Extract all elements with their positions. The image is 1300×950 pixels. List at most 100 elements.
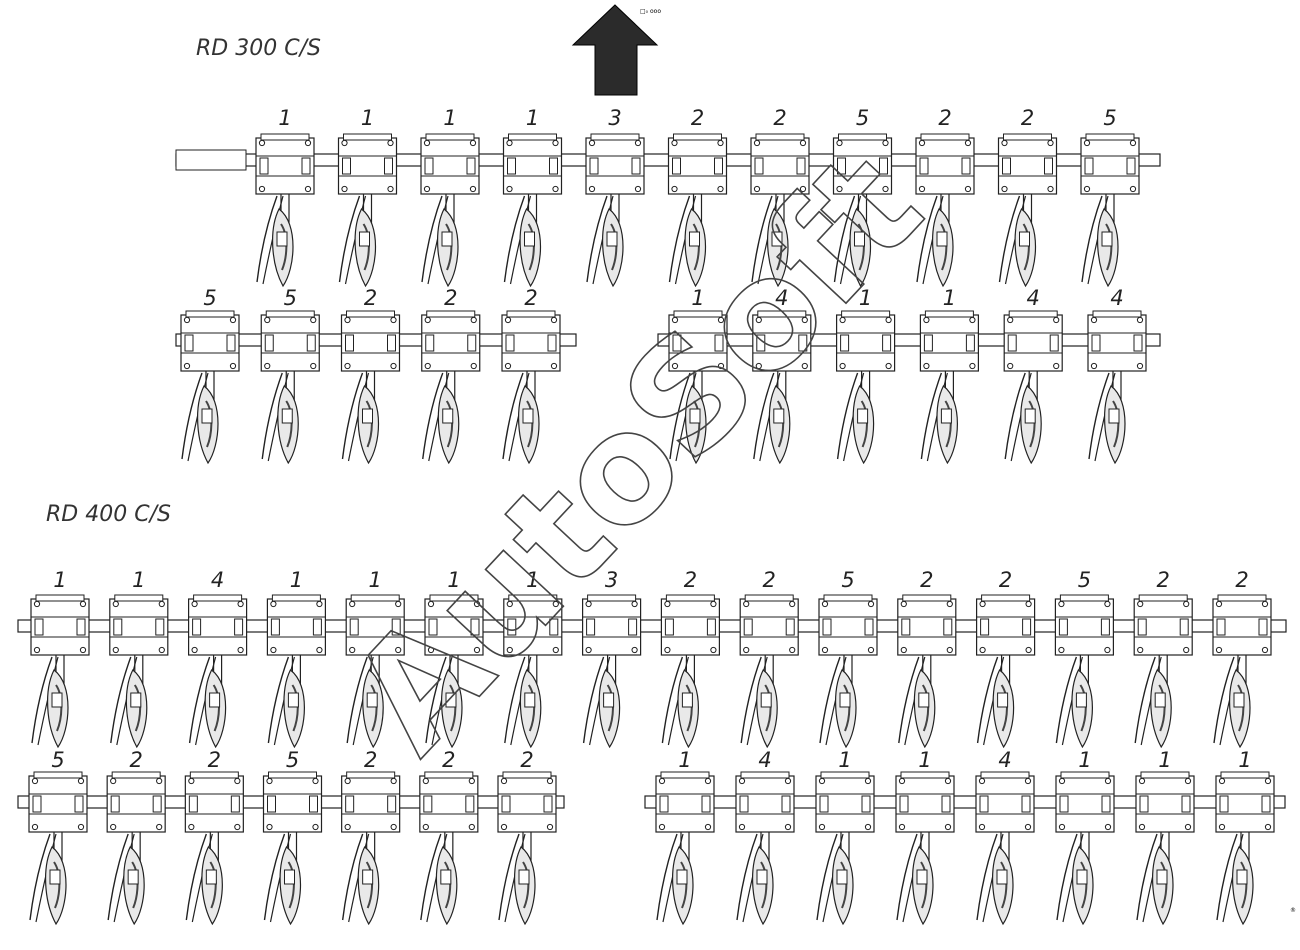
unit-number-label: 2 xyxy=(763,568,776,592)
disc-coulter xyxy=(1097,208,1119,288)
unit-bracket xyxy=(502,133,563,195)
unit-bracket xyxy=(832,133,893,195)
disc-coulter xyxy=(1229,669,1251,749)
seeder-unit: 1 xyxy=(668,286,728,465)
unit-number-label: 2 xyxy=(129,748,142,772)
toolbar-bar xyxy=(644,795,1286,809)
unit-bracket xyxy=(1087,310,1147,372)
seeder-unit: 3 xyxy=(581,568,642,749)
unit-number-label: 4 xyxy=(1110,286,1123,310)
disc-coulter xyxy=(357,385,380,465)
unit-number-label: 2 xyxy=(920,568,933,592)
seeder-unit: 2 xyxy=(975,568,1036,749)
seeder-unit: 1 xyxy=(919,286,980,465)
disc-coulter xyxy=(767,208,789,288)
unit-bracket xyxy=(345,594,405,656)
seeder-unit: 1 xyxy=(1135,748,1195,926)
unit-number-label: 1 xyxy=(1238,748,1251,772)
unit-number-label: 5 xyxy=(286,748,299,772)
unit-number-label: 1 xyxy=(526,106,539,130)
disc-coulter xyxy=(1232,846,1254,926)
disc-coulter xyxy=(849,208,872,288)
disc-coulter xyxy=(279,846,302,926)
disc-coulter xyxy=(912,846,934,926)
disc-coulter xyxy=(992,669,1015,749)
unit-number-label: 2 xyxy=(938,106,951,130)
unit-number-label: 3 xyxy=(605,568,618,592)
seeder-unit: 5 xyxy=(28,748,88,926)
seeder-unit: 1 xyxy=(420,106,480,288)
seeder-unit: 4 xyxy=(1087,286,1147,465)
unit-bracket xyxy=(660,594,721,656)
disc-coulter xyxy=(852,385,875,465)
disc-coulter xyxy=(932,208,954,288)
tractor-coupler xyxy=(175,149,247,171)
disc-coulter xyxy=(1014,208,1037,288)
disc-coulter xyxy=(913,669,936,749)
disc-coulter xyxy=(277,385,299,465)
disc-coulter xyxy=(514,846,536,926)
disc-coulter xyxy=(1150,669,1172,749)
unit-number-label: 1 xyxy=(859,286,872,310)
seeder-unit: 1 xyxy=(655,748,715,926)
unit-bracket xyxy=(340,310,401,372)
seeder-unit: 1 xyxy=(895,748,955,926)
disc-coulter xyxy=(518,385,540,465)
disc-coulter xyxy=(197,385,219,465)
seeder-unit: 4 xyxy=(752,286,812,465)
unit-bracket xyxy=(255,133,315,195)
seeder-unit: 1 xyxy=(835,286,896,465)
disc-coulter xyxy=(1072,846,1094,926)
unit-bracket xyxy=(497,771,557,833)
unit-bracket xyxy=(180,310,240,372)
seeder-unit: 5 xyxy=(262,748,323,926)
unit-bracket xyxy=(585,133,645,195)
seeder-unit: 5 xyxy=(818,568,878,749)
seeder-unit: 5 xyxy=(1080,106,1140,288)
up-arrow-icon xyxy=(571,4,659,96)
seeder-unit: 5 xyxy=(180,286,240,465)
seeder-unit: 2 xyxy=(341,748,401,926)
unit-number-label: 1 xyxy=(53,568,66,592)
unit-bracket xyxy=(1080,133,1140,195)
seeder-unit: 4 xyxy=(975,748,1035,926)
disc-coulter xyxy=(204,669,227,749)
seeder-unit: 1 xyxy=(337,106,398,288)
unit-bracket xyxy=(184,771,244,833)
unit-number-label: 4 xyxy=(775,286,788,310)
unit-number-label: 2 xyxy=(208,748,221,772)
disc-coulter xyxy=(1071,669,1093,749)
unit-bracket xyxy=(1215,771,1275,833)
unit-bracket xyxy=(341,771,401,833)
seeder-unit: 2 xyxy=(915,106,975,288)
disc-coulter xyxy=(283,669,305,749)
disc-coulter xyxy=(1152,846,1174,926)
unit-number-label: 4 xyxy=(758,748,771,772)
seeder-unit: 3 xyxy=(585,106,645,288)
disc-coulter xyxy=(357,846,380,926)
unit-number-label: 5 xyxy=(1078,568,1091,592)
unit-bracket xyxy=(581,594,642,656)
unit-number-label: 2 xyxy=(520,748,533,772)
unit-number-label: 1 xyxy=(290,568,303,592)
disc-coulter xyxy=(437,208,459,288)
disc-coulter xyxy=(992,846,1014,926)
unit-number-label: 1 xyxy=(132,568,145,592)
disc-coulter xyxy=(362,669,384,749)
seeder-unit: 1 xyxy=(502,106,563,288)
unit-number-label: 1 xyxy=(918,748,931,772)
unit-bracket xyxy=(1055,771,1115,833)
disc-coulter xyxy=(832,846,854,926)
unit-bracket xyxy=(997,133,1058,195)
unit-bracket xyxy=(668,310,728,372)
unit-number-label: 1 xyxy=(1158,748,1171,772)
seeder-unit: 2 xyxy=(497,748,557,926)
unit-number-label: 2 xyxy=(442,748,455,772)
seeder-unit: 1 xyxy=(815,748,875,926)
seeder-unit: 5 xyxy=(832,106,893,288)
seeder-unit: 1 xyxy=(1055,748,1115,926)
